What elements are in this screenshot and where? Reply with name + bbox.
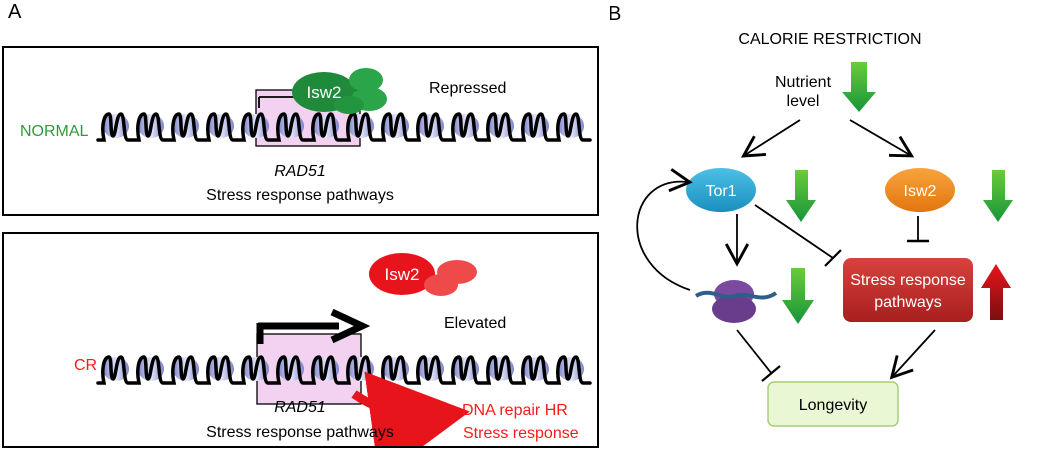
isw2-node	[885, 168, 955, 212]
translation-down-arrow	[782, 268, 814, 324]
cr-label: CR	[74, 357, 97, 374]
isw2-green-complex	[292, 68, 387, 114]
tor1-label: Tor1	[705, 183, 736, 200]
tor1-down-arrow	[786, 170, 816, 222]
isw2-red-complex	[369, 253, 477, 296]
repressed-label: Repressed	[429, 80, 506, 97]
nutrient-to-isw2-arrow	[849, 119, 915, 158]
rad51-gene-highlight-cr	[256, 333, 362, 405]
normal-condition-box: Isw2 Repressed NORMAL RAD51 Stress respo…	[2, 46, 599, 216]
output-arrow	[351, 371, 470, 446]
dna-strand	[96, 112, 592, 142]
dna-strand	[96, 355, 592, 385]
ribosome-icon	[694, 280, 778, 323]
tor1-inhibits-stress	[754, 204, 834, 259]
calorie-restriction-title: CALORIE RESTRICTION	[738, 31, 921, 48]
isw2-down-arrow	[983, 170, 1013, 222]
feedback-arrow	[636, 168, 693, 291]
nutrient-to-tor1-arrow	[740, 119, 801, 158]
cr-condition-box: Isw2 Elevated CR RAD51 Stress response p…	[2, 232, 599, 448]
stress-response-node	[843, 258, 973, 322]
rad51-cr-label: RAD51	[274, 399, 326, 416]
elevated-label: Elevated	[444, 315, 506, 332]
stress-to-longevity-arrow	[889, 329, 936, 380]
isw2-label: Isw2	[904, 183, 937, 200]
output-dna-repair: DNA repair HR	[462, 402, 568, 419]
cr-chromatin-svg: Isw2 Elevated CR RAD51 Stress response p…	[74, 253, 592, 446]
normal-chromatin-svg: Isw2 Repressed NORMAL RAD51 Stress respo…	[20, 68, 592, 204]
rad51-normal-label: RAD51	[274, 163, 326, 180]
longevity-node	[767, 381, 899, 427]
normal-label: NORMAL	[20, 123, 89, 140]
panel-b-label: B	[610, 3, 621, 25]
isw2-normal-label: Isw2	[307, 83, 342, 102]
output-stress-response: Stress response	[463, 425, 579, 442]
longevity-label: Longevity	[799, 397, 868, 414]
stress-up-arrow	[981, 264, 1011, 320]
pathway-normal-label: Stress response pathways	[206, 187, 394, 204]
chromatin-fiber	[96, 112, 592, 142]
translation-inhibits-longevity	[736, 329, 773, 375]
tor1-node	[686, 168, 756, 212]
pathway-cr-label: Stress response pathways	[206, 424, 394, 441]
nutrient-down-arrow	[842, 62, 876, 112]
isw2-cr-label: Isw2	[385, 265, 420, 284]
panel-a-label: A	[8, 1, 22, 23]
